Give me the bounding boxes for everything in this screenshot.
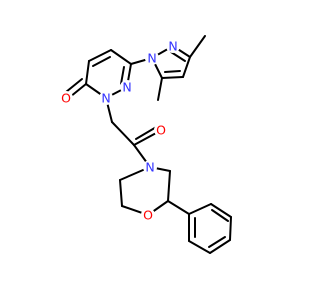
atom-bg-n-pd1	[120, 80, 134, 94]
atom-o-ring-ketone: O	[61, 91, 71, 106]
bond-ph-c5-c6	[188, 240, 211, 254]
bond-pz-c3-n2-inner	[170, 51, 186, 62]
atom-n-pyrazole-1: N	[147, 51, 156, 66]
bond-morph-phenyl-link	[167, 200, 190, 215]
bond-morph-c5-c6	[119, 179, 123, 207]
bond-ph-c4-c5	[209, 239, 231, 254]
bond-pz-c4-c3	[182, 56, 191, 78]
atom-n-pyridazinone-2: N	[101, 91, 110, 106]
bond-methyl-c5	[157, 77, 163, 101]
bond-amide-c-o	[133, 131, 159, 146]
atom-o-amide: O	[156, 123, 166, 138]
atom-o-morpholine: O	[143, 208, 153, 223]
atom-bg-o-ketone	[59, 91, 73, 105]
atom-bg-o-morph	[141, 208, 155, 222]
bond-pd-c3-o	[69, 83, 87, 98]
structure-canvas: N N N N O O N O	[59, 35, 232, 254]
atom-n-pyridazinone-1: N	[122, 80, 131, 95]
atom-bg-o-amide	[154, 123, 168, 137]
bond-ch2-amide-c	[111, 121, 135, 146]
atom-bg-n-pd2	[99, 91, 113, 105]
bond-pd-c3-o-inner	[65, 78, 83, 93]
bond-pd-c5-c4	[88, 49, 112, 62]
bond-ph-c4-c5-inner	[208, 236, 226, 248]
bond-ph-c3-c4	[229, 216, 232, 241]
atom-bg-n-pz2	[166, 39, 180, 53]
bond-ph-c1-c2	[188, 203, 212, 215]
bond-pd-c5-c4-inner	[92, 56, 111, 67]
atom-bg-n-pz1	[145, 51, 159, 65]
bond-layer	[65, 35, 232, 254]
bond-methyl-c3	[189, 35, 206, 58]
bond-pz-c5-c4-inner	[164, 70, 181, 73]
atom-n-morpholine: N	[145, 160, 154, 175]
atom-bg-n-morph	[143, 160, 157, 174]
bond-ph-c2-c3-inner	[211, 209, 229, 222]
bond-pd-c4-c3	[85, 60, 90, 85]
bond-ph-c2-c3	[210, 203, 232, 218]
molecule-drawing: N N N N O O N O	[59, 35, 232, 254]
atom-label-layer: N N N N O O N O	[59, 39, 180, 223]
bond-morph-c2-c3	[167, 170, 171, 202]
bond-pd-c6-c5	[110, 49, 132, 65]
bond-pd-n1-c6-inner	[120, 66, 125, 85]
atom-n-pyrazole-2: N	[168, 39, 177, 54]
bond-pz-c5-c4	[161, 76, 184, 79]
